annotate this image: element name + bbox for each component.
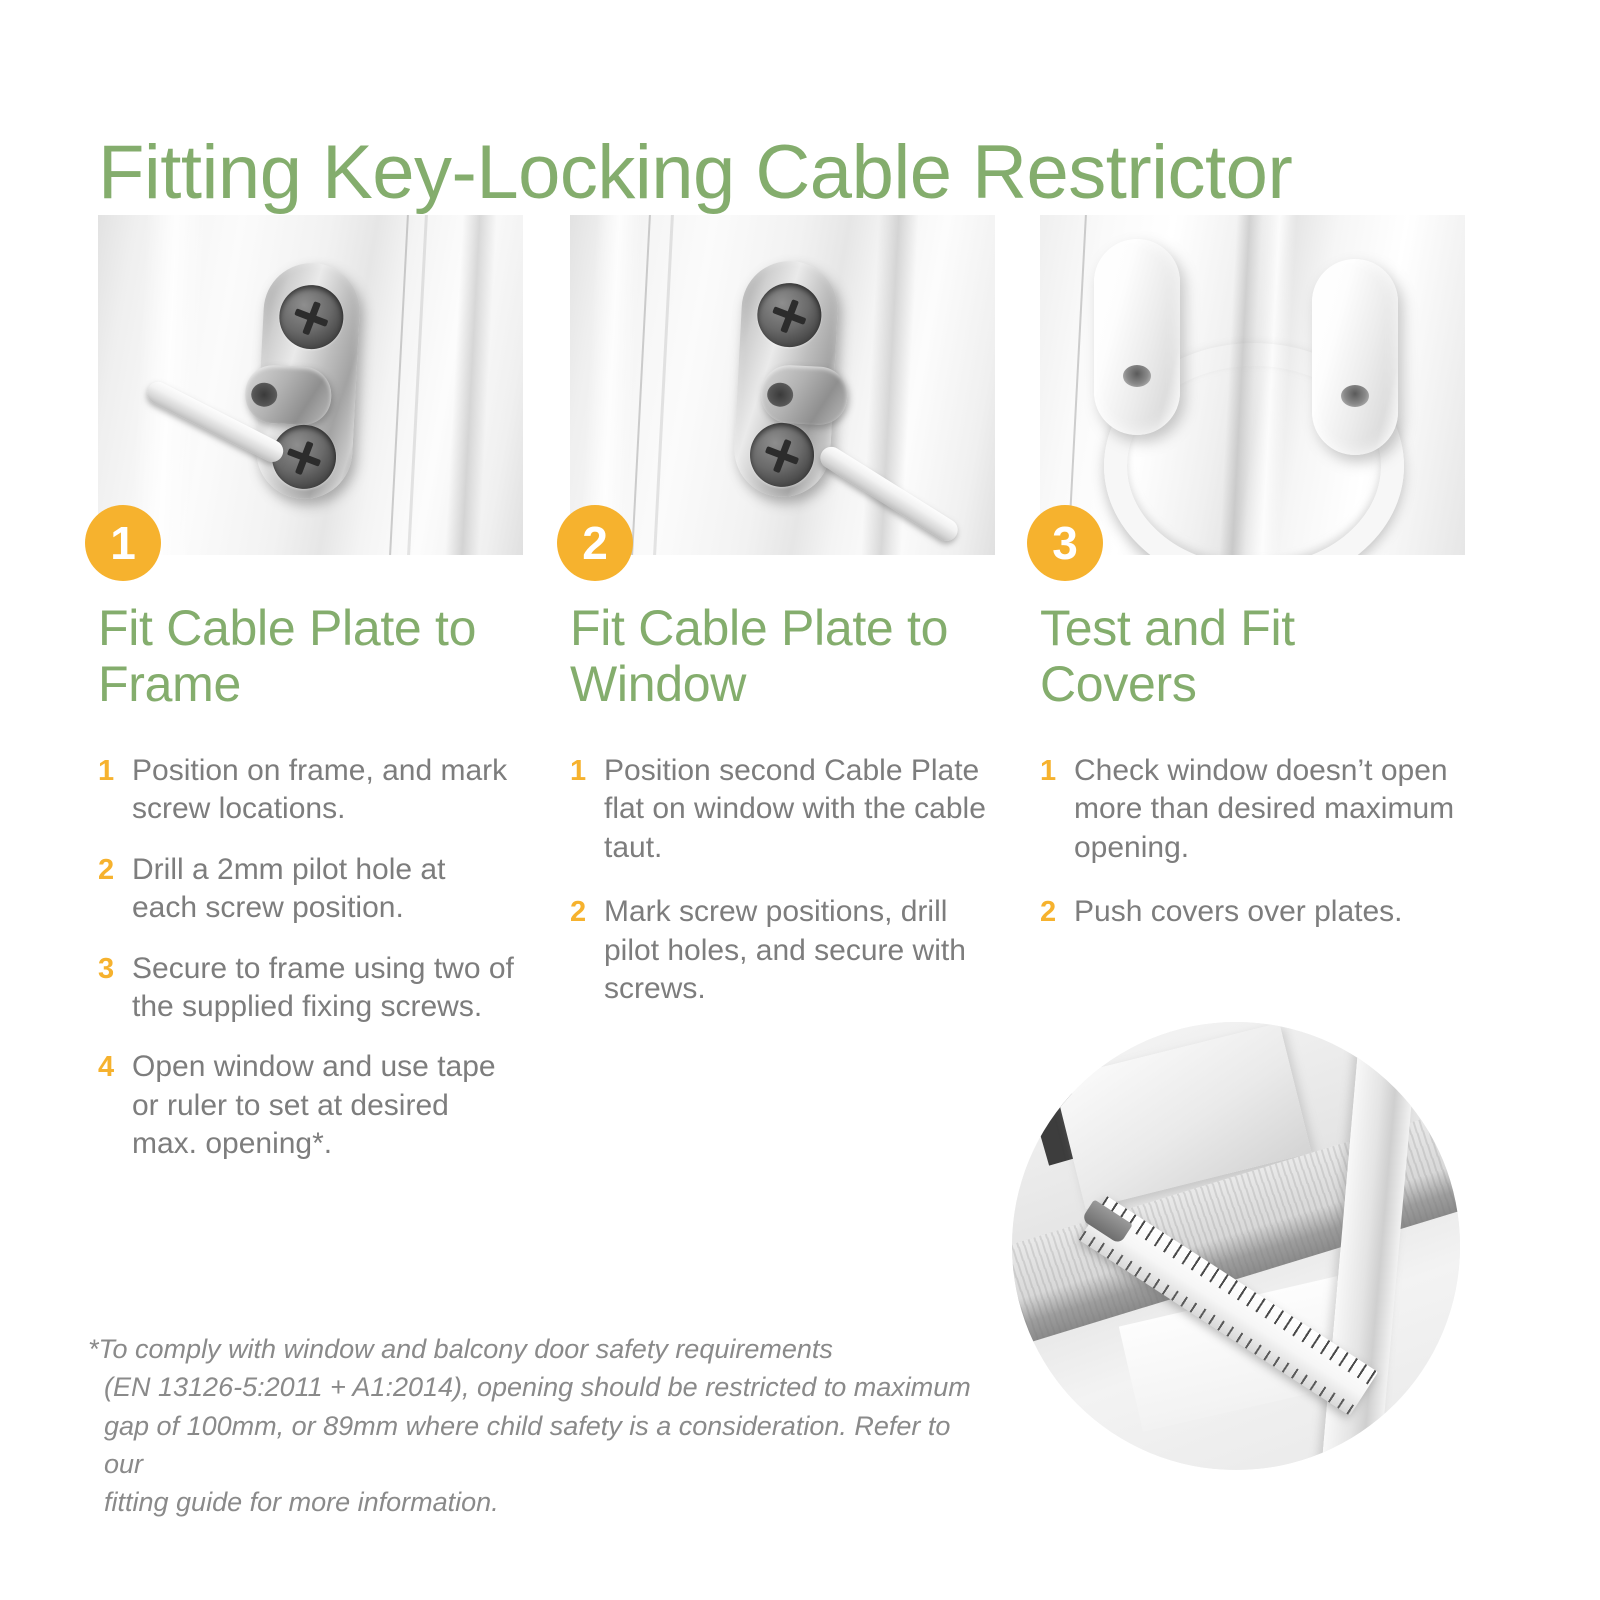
list-item-text: Mark screw positions, drill pilot holes,… — [604, 895, 966, 1005]
page-title: Fitting Key-Locking Cable Restrictor — [98, 129, 1293, 215]
plate-cover-right — [1312, 259, 1398, 455]
column-fit-plate-to-window: Fit Cable Plate to Window 1 Position sec… — [570, 600, 990, 1034]
cable-boss — [243, 363, 333, 427]
list-item: 3 Secure to frame using two of the suppl… — [98, 950, 518, 1027]
list-item-number: 2 — [98, 853, 115, 886]
list-item: 2 Mark screw positions, drill pilot hole… — [570, 893, 990, 1008]
window-opening-scene — [1012, 1022, 1460, 1470]
plate-cover-left — [1094, 239, 1180, 435]
list-item-text: Secure to frame using two of the supplie… — [132, 951, 514, 1023]
list-item-number: 1 — [98, 755, 115, 787]
column-fit-plate-to-frame: Fit Cable Plate to Frame 1 Position on f… — [98, 600, 518, 1186]
step-photo-1 — [98, 215, 523, 555]
list-item: 1 Check window doesn’t open more than de… — [1040, 752, 1460, 867]
list-item: 1 Position second Cable Plate flat on wi… — [570, 752, 990, 867]
list-item: 1 Position on frame, and mark screw loca… — [98, 752, 518, 829]
list-item-number: 1 — [1040, 755, 1057, 787]
list-item-text: Check window doesn’t open more than desi… — [1074, 754, 1455, 864]
step-badge-2: 2 — [557, 505, 633, 581]
window-frame-scene — [570, 215, 995, 555]
screw-head-top — [755, 281, 823, 349]
step-photo-2 — [570, 215, 995, 555]
step-badge-3: 3 — [1027, 505, 1103, 581]
step-photo-3 — [1040, 215, 1465, 555]
window-covers-scene — [1040, 215, 1465, 555]
list-item: 2 Drill a 2mm pilot hole at each screw p… — [98, 851, 518, 928]
step-list: 1 Position on frame, and mark screw loca… — [98, 752, 518, 1164]
cable-boss — [759, 363, 849, 427]
footnote-line-4: fitting guide for more information. — [104, 1487, 499, 1518]
list-item-text: Position second Cable Plate flat on wind… — [604, 754, 986, 864]
list-item-text: Push covers over plates. — [1074, 895, 1403, 929]
list-item-number: 4 — [98, 1051, 115, 1084]
window-frame-scene — [98, 215, 523, 555]
cable-plate-metal — [243, 260, 363, 502]
footnote: *To comply with window and balcony door … — [88, 1330, 988, 1522]
screw-head-bottom — [748, 421, 816, 489]
footnote-line-3: gap of 100mm, or 89mm where child safety… — [104, 1410, 951, 1479]
column-heading: Test and Fit Covers — [1040, 600, 1295, 712]
list-item-text: Drill a 2mm pilot hole at each screw pos… — [132, 852, 446, 925]
list-item-number: 1 — [570, 755, 587, 787]
column-heading: Fit Cable Plate to Frame — [98, 600, 477, 712]
step-badge-1: 1 — [85, 505, 161, 581]
column-heading: Fit Cable Plate to Window — [570, 600, 949, 712]
tape-measure-photo — [1012, 1022, 1460, 1470]
cable-exit-hole — [1341, 385, 1369, 407]
step-list: 1 Position second Cable Plate flat on wi… — [570, 752, 990, 1008]
column-test-and-fit-covers: Test and Fit Covers 1 Check window doesn… — [1040, 600, 1460, 958]
footnote-line-2: (EN 13126-5:2011 + A1:2014), opening sho… — [104, 1372, 971, 1403]
step-list: 1 Check window doesn’t open more than de… — [1040, 752, 1460, 932]
list-item-number: 2 — [1040, 896, 1057, 929]
screw-head-top — [277, 283, 345, 351]
list-item-number: 3 — [98, 952, 115, 985]
cable-exit-hole — [1123, 365, 1151, 387]
footnote-line-1: *To comply with window and balcony door … — [88, 1334, 833, 1364]
list-item: 2 Push covers over plates. — [1040, 893, 1460, 931]
list-item-text: Position on frame, and mark screw locati… — [132, 754, 508, 826]
list-item-number: 2 — [570, 896, 587, 929]
list-item-text: Open window and use tape or ruler to set… — [132, 1050, 496, 1161]
list-item: 4 Open window and use tape or ruler to s… — [98, 1048, 518, 1163]
